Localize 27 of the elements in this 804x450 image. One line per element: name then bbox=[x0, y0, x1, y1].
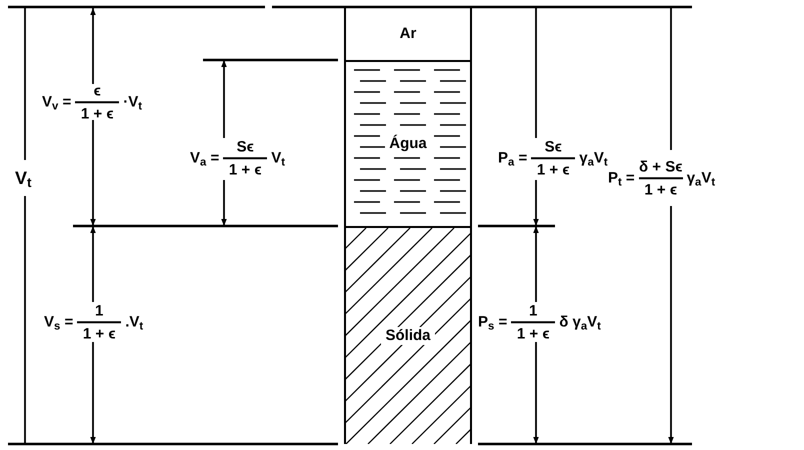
formula-text: 1 + ϵ bbox=[80, 104, 114, 121]
formula-text: V$_{a}$ = bbox=[190, 150, 220, 166]
formula-text: P$_{a}$ = bbox=[498, 150, 528, 166]
formula-text: V$_{t}$ bbox=[271, 150, 285, 166]
formula-text: V$_{t}$ bbox=[15, 169, 32, 187]
phase-block bbox=[344, 8, 472, 60]
formula-text: 1 + ϵ bbox=[82, 324, 116, 341]
formula-text: 1 bbox=[529, 303, 538, 322]
formula-text: δ γ$_{a}$V$_{t}$ bbox=[559, 314, 601, 330]
formula-text: P$_{s}$ = bbox=[478, 314, 508, 330]
formula-text: ·V$_{t}$ bbox=[123, 94, 142, 110]
formula-text: 1 + ϵ bbox=[644, 180, 678, 197]
formula-text: γ$_{a}$V$_{t}$ bbox=[579, 150, 608, 166]
formula-text: V$_{s}$ = bbox=[44, 314, 74, 330]
formula-text: 1 + ϵ bbox=[516, 324, 550, 341]
formula-text: ϵ bbox=[94, 83, 101, 102]
formula-text: 1 + ϵ bbox=[536, 160, 570, 177]
phase-label: Sólida bbox=[381, 326, 434, 346]
formula-text: δ + Sϵ bbox=[639, 159, 682, 178]
formula-text: V$_{v}$ = bbox=[42, 94, 72, 110]
formula-text: Sϵ bbox=[544, 139, 562, 158]
formula-text: 1 + ϵ bbox=[228, 160, 262, 177]
formula-text: P$_{t}$ = bbox=[608, 170, 635, 186]
formula-text: 1 bbox=[95, 303, 104, 322]
formula-text: .V$_{t}$ bbox=[125, 314, 144, 330]
formula-text: γ$_{a}$V$_{t}$ bbox=[686, 170, 716, 186]
formula-text: Sϵ bbox=[236, 139, 254, 158]
